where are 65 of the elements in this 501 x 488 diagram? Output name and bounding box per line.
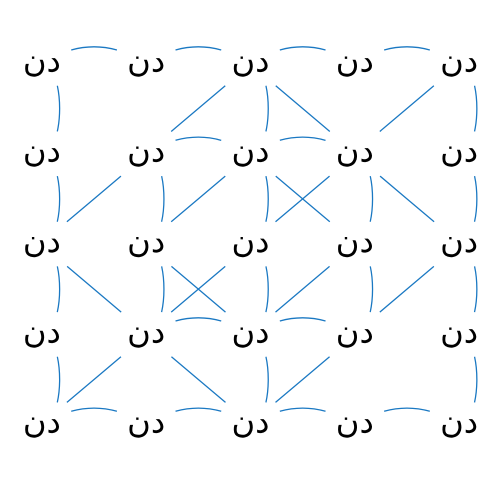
connector (171, 356, 226, 403)
connector (170, 176, 226, 222)
connector (160, 176, 165, 222)
node-text: دن (231, 132, 270, 170)
node-text: دن (231, 222, 270, 260)
node-text: دن (231, 402, 270, 441)
connector (56, 176, 60, 222)
connector (280, 317, 326, 322)
connector (474, 266, 478, 312)
connector (275, 266, 330, 313)
connector (280, 136, 326, 141)
node-text: دن (440, 312, 478, 350)
node-text: دن (336, 402, 374, 441)
connector (66, 176, 122, 222)
node-text: دن (127, 402, 166, 441)
connector (265, 356, 269, 403)
node-text: دن (440, 222, 478, 260)
node-text: دن (127, 132, 166, 170)
node-text: دن (440, 402, 478, 441)
connector (71, 46, 118, 51)
connector (56, 356, 60, 403)
node-text: دن (231, 312, 270, 350)
connector (275, 85, 330, 132)
connector (170, 85, 226, 132)
node-text: دن (440, 132, 478, 170)
connector (175, 46, 222, 51)
connector (379, 266, 434, 313)
connector (474, 176, 478, 222)
node-text: دن (440, 41, 478, 80)
connector (474, 86, 478, 132)
node-text: دن (231, 41, 270, 80)
node-text: دن (336, 132, 374, 170)
connector (56, 86, 60, 132)
node-text: دن (336, 312, 374, 350)
connector (379, 85, 434, 132)
connector (265, 176, 269, 222)
connector (66, 266, 122, 313)
connector (280, 408, 326, 412)
connector (175, 317, 222, 322)
node-text: دن (127, 41, 166, 80)
connector (175, 408, 222, 412)
node-text: دن (22, 312, 61, 350)
connector (265, 266, 269, 312)
node-text: دن (22, 222, 61, 260)
node-text: دن (22, 132, 61, 170)
connector (370, 266, 374, 312)
node-text: دن (22, 41, 61, 80)
connector (275, 356, 330, 403)
node-text: دن (127, 312, 166, 350)
node-text: دن (22, 402, 61, 441)
connector (474, 356, 478, 403)
connector (71, 408, 118, 412)
connector (384, 46, 430, 51)
connector (370, 176, 374, 222)
connector (384, 408, 430, 412)
connector (56, 266, 60, 312)
node-text: دن (336, 41, 374, 80)
connector (175, 136, 222, 141)
connector (280, 46, 326, 51)
connector (265, 86, 269, 132)
node-text: دن (336, 222, 374, 260)
connector (380, 176, 435, 222)
connector (160, 266, 165, 312)
node-text: دن (127, 222, 166, 260)
connector (66, 356, 122, 403)
